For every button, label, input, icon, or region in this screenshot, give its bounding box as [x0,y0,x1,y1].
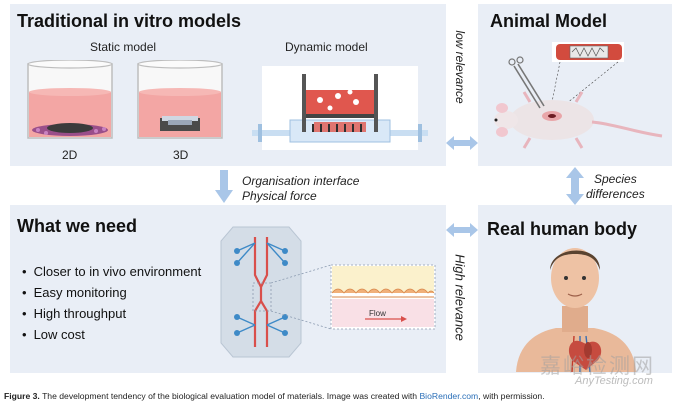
dynamic-model-label: Dynamic model [285,40,368,54]
figure-caption: Figure 3. The development tendency of th… [4,391,545,401]
vertical-arrow-right-double [566,167,584,205]
human-body-illustration [516,248,636,372]
label-2d: 2D [62,148,78,162]
organ-on-chip-illustration [220,226,436,358]
static-3d-beaker-illustration [137,60,223,139]
traditional-models-title: Traditional in vitro models [17,11,242,31]
static-model-label: Static model [90,40,157,54]
need-bullet-4: Low cost [22,327,85,342]
what-we-need-title: What we need [17,216,138,236]
real-human-body-title: Real human body [487,219,638,239]
animal-model-title: Animal Model [490,11,608,31]
mouse-with-implant-illustration [494,42,663,149]
high-relevance-label: High relevance [452,254,468,341]
need-bullet-2: Easy monitoring [22,285,127,300]
horizontal-arrow-top [446,136,478,150]
label-3d: 3D [173,148,189,162]
species-label: Species [594,172,637,186]
watermark-chinese: 嘉峪检测网 [540,354,655,378]
vertical-arrow-left-down [215,170,233,203]
physical-force-label: Physical force [242,189,317,203]
flow-label: Flow [369,309,386,318]
static-2d-beaker-illustration [27,60,113,139]
horizontal-arrow-bottom [446,223,478,237]
caption-text: The development tendency of the biologic… [42,391,418,401]
watermark-url: AnyTesting.com [575,375,653,387]
caption-prefix: Figure 3. [4,391,40,401]
differences-label: differences [586,187,645,201]
organisation-interface-label: Organisation interface [242,174,360,188]
need-bullet-1: Closer to in vivo environment [22,264,202,279]
need-bullet-3: High throughput [22,306,127,321]
dynamic-model-illustration [252,66,428,150]
low-relevance-label: low relevance [453,30,467,104]
biorender-link[interactable]: BioRender.com [419,391,479,401]
caption-suffix: , with permission. [478,391,545,401]
